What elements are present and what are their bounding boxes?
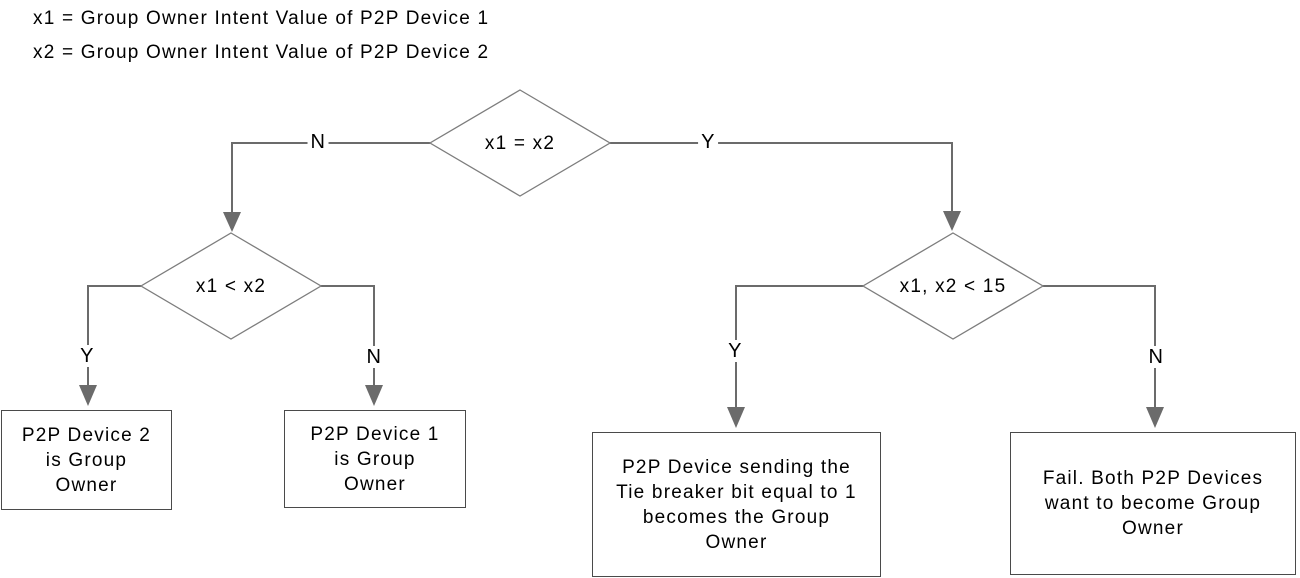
right-no-label: N [1145, 346, 1167, 368]
legend-line-2: x2 = Group Owner Intent Value of P2P Dev… [33, 42, 490, 63]
arrowhead-root-yes [943, 211, 961, 231]
right-yes-label: Y [725, 340, 745, 362]
outcome-device1-text: P2P Device 1 is Group Owner [310, 423, 440, 495]
connector-left-no [321, 285, 375, 386]
outcome-device2-text: P2P Device 2 is Group Owner [21, 424, 152, 496]
connector-right-yes [735, 285, 863, 408]
legend-line-1: x1 = Group Owner Intent Value of P2P Dev… [33, 8, 490, 29]
root-yes-label: Y [698, 131, 718, 153]
left-yes-label: Y [77, 345, 97, 367]
arrowhead-left-yes [79, 385, 97, 406]
outcome-device2-box: P2P Device 2 is Group Owner [1, 410, 172, 510]
outcome-tiebreaker-text: P2P Device sending the Tie breaker bit e… [616, 456, 857, 553]
outcome-tiebreaker-box: P2P Device sending the Tie breaker bit e… [592, 432, 881, 577]
outcome-device1-box: P2P Device 1 is Group Owner [284, 410, 466, 508]
decision-left-diamond [139, 232, 323, 340]
decision-left-label: x1 < x2 [195, 276, 267, 297]
connector-root-no [231, 142, 430, 213]
decision-right-diamond [861, 232, 1045, 340]
decision-right-label: x1, x2 < 15 [899, 276, 1007, 297]
left-no-label: N [363, 346, 385, 368]
connector-root-yes [610, 142, 953, 212]
connector-right-no [1043, 285, 1156, 408]
arrowhead-root-no [223, 212, 241, 232]
outcome-fail-text: Fail. Both P2P Devices want to become Gr… [1042, 468, 1264, 539]
connector-left-yes [87, 285, 141, 386]
decision-root-label: x1 = x2 [484, 133, 556, 154]
decision-root-diamond [428, 89, 612, 197]
outcome-fail-box: Fail. Both P2P Devices want to become Gr… [1010, 432, 1296, 575]
root-no-label: N [307, 131, 329, 153]
arrowhead-right-yes [727, 407, 745, 428]
arrowhead-left-no [365, 385, 383, 406]
arrowhead-right-no [1146, 407, 1164, 428]
